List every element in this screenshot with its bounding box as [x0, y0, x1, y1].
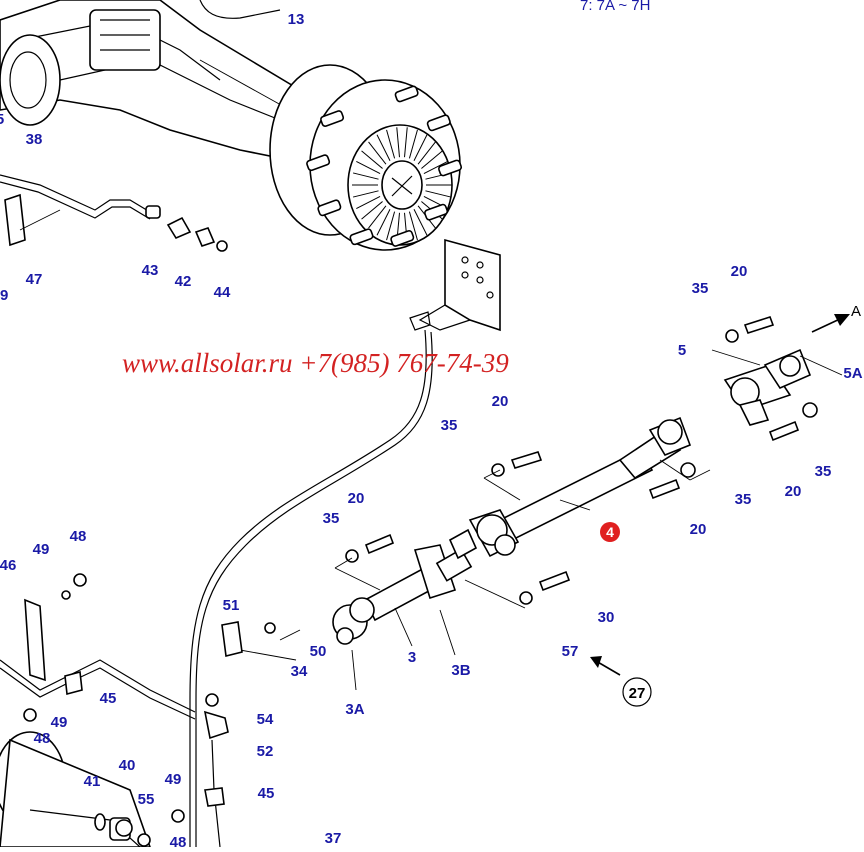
part-label: 48 [170, 834, 187, 847]
propeller-shaft-4 [468, 416, 692, 558]
highlight-badge: 4 [600, 522, 620, 542]
part-label: 48 [34, 730, 51, 747]
hub-fin [404, 127, 408, 158]
brake-pipe [189, 329, 433, 847]
wheel-stud [394, 85, 419, 103]
pipe-38 [0, 174, 161, 247]
axle-housing [0, 0, 301, 161]
part-label: 50 [310, 643, 327, 660]
hub-fin [376, 209, 391, 236]
wheel-stud [426, 114, 451, 132]
part-label: 35 [815, 463, 832, 480]
highlight-part-label: 4 [606, 524, 614, 540]
part-label: 57 [562, 643, 579, 660]
hub-fin [352, 172, 379, 180]
part-label: 5A [843, 365, 862, 382]
part-label: 35 [441, 417, 458, 434]
hub-fin [376, 134, 391, 161]
arrow-label: A [851, 303, 861, 320]
hub-fin [417, 141, 436, 165]
part-label: 5 [0, 111, 4, 128]
header-note: 7: 7A ~ 7H [580, 0, 650, 14]
part-label: 35 [692, 280, 709, 297]
mounting-bracket [409, 238, 501, 332]
part-label: 20 [731, 263, 748, 280]
part-label: 5 [678, 342, 686, 359]
part-label: 45 [100, 690, 117, 707]
leader-lines [239, 349, 843, 691]
part-label: 20 [492, 393, 509, 410]
part-label: 41 [84, 773, 101, 790]
part-label: 20 [690, 521, 707, 538]
hub-fin [421, 150, 443, 169]
part-label: 3B [451, 662, 470, 679]
wheel-stud [320, 110, 345, 127]
direction-arrow-a [811, 314, 850, 333]
part-label: 3 [408, 649, 416, 666]
part-label: 45 [258, 785, 275, 802]
callout-label: 27 [629, 685, 646, 702]
pipe-45 [0, 598, 276, 848]
small-parts-lower [23, 573, 185, 847]
hub-fin [368, 141, 387, 165]
part-label: 44 [214, 284, 231, 301]
fittings-43-42-44 [166, 216, 228, 252]
hub-fin [413, 209, 428, 236]
hub-fin [413, 134, 428, 161]
hub-fin [356, 160, 381, 175]
hub-fin [361, 201, 383, 220]
part-label: 49 [33, 541, 50, 558]
view-arrow-27 [590, 656, 621, 676]
watermark: www.allsolar.ru +7(985) 767-74-39 [122, 348, 509, 378]
yoke-group-5 [723, 348, 812, 426]
part-labels: 135384749434244352055A203535203520352033… [0, 11, 863, 851]
part-label: 34 [291, 663, 308, 680]
wheel-stud [424, 203, 449, 221]
callout-circle: 27 [622, 677, 652, 707]
part-label: 48 [70, 528, 87, 545]
hub-fin [356, 195, 381, 210]
hub-fin [408, 129, 418, 159]
wheel-stud [438, 159, 463, 177]
bolts-and-washers [345, 316, 818, 605]
part-label: 3A [345, 701, 364, 718]
part-label: 42 [175, 273, 192, 290]
part-label: 46 [0, 557, 16, 574]
part-label: 49 [0, 287, 8, 304]
part-label: 37 [325, 830, 342, 847]
propeller-shaft-3 [332, 528, 478, 645]
hub-fin [361, 150, 383, 169]
part-label: 43 [142, 262, 159, 279]
part-label: 54 [257, 711, 274, 728]
hub-fin [368, 205, 387, 229]
wheel-stud [390, 229, 415, 247]
part-label: 38 [26, 131, 43, 148]
part-label: 35 [735, 491, 752, 508]
hub-fin [386, 211, 396, 241]
hub-fin [425, 190, 452, 198]
hub-fin [423, 160, 448, 175]
part-label: 20 [348, 490, 365, 507]
wheel-hub [269, 64, 463, 251]
part-label: 49 [165, 771, 182, 788]
wheel-stud [306, 154, 331, 172]
part-label: 55 [138, 791, 155, 808]
part-label: 49 [51, 714, 68, 731]
hub-fin [396, 127, 400, 158]
hub-fin [408, 211, 418, 241]
wheel-stud [349, 228, 374, 246]
part-label: 51 [223, 597, 240, 614]
hub-fin [352, 190, 379, 198]
part-label: 40 [119, 757, 136, 774]
part-label: 30 [598, 609, 615, 626]
part-label: 13 [288, 11, 305, 28]
part-label: 52 [257, 743, 274, 760]
wheel-stud [317, 199, 342, 217]
hub-fin [386, 129, 396, 159]
part-label: 20 [785, 483, 802, 500]
part-label: 35 [323, 510, 340, 527]
part-label: 47 [26, 271, 43, 288]
